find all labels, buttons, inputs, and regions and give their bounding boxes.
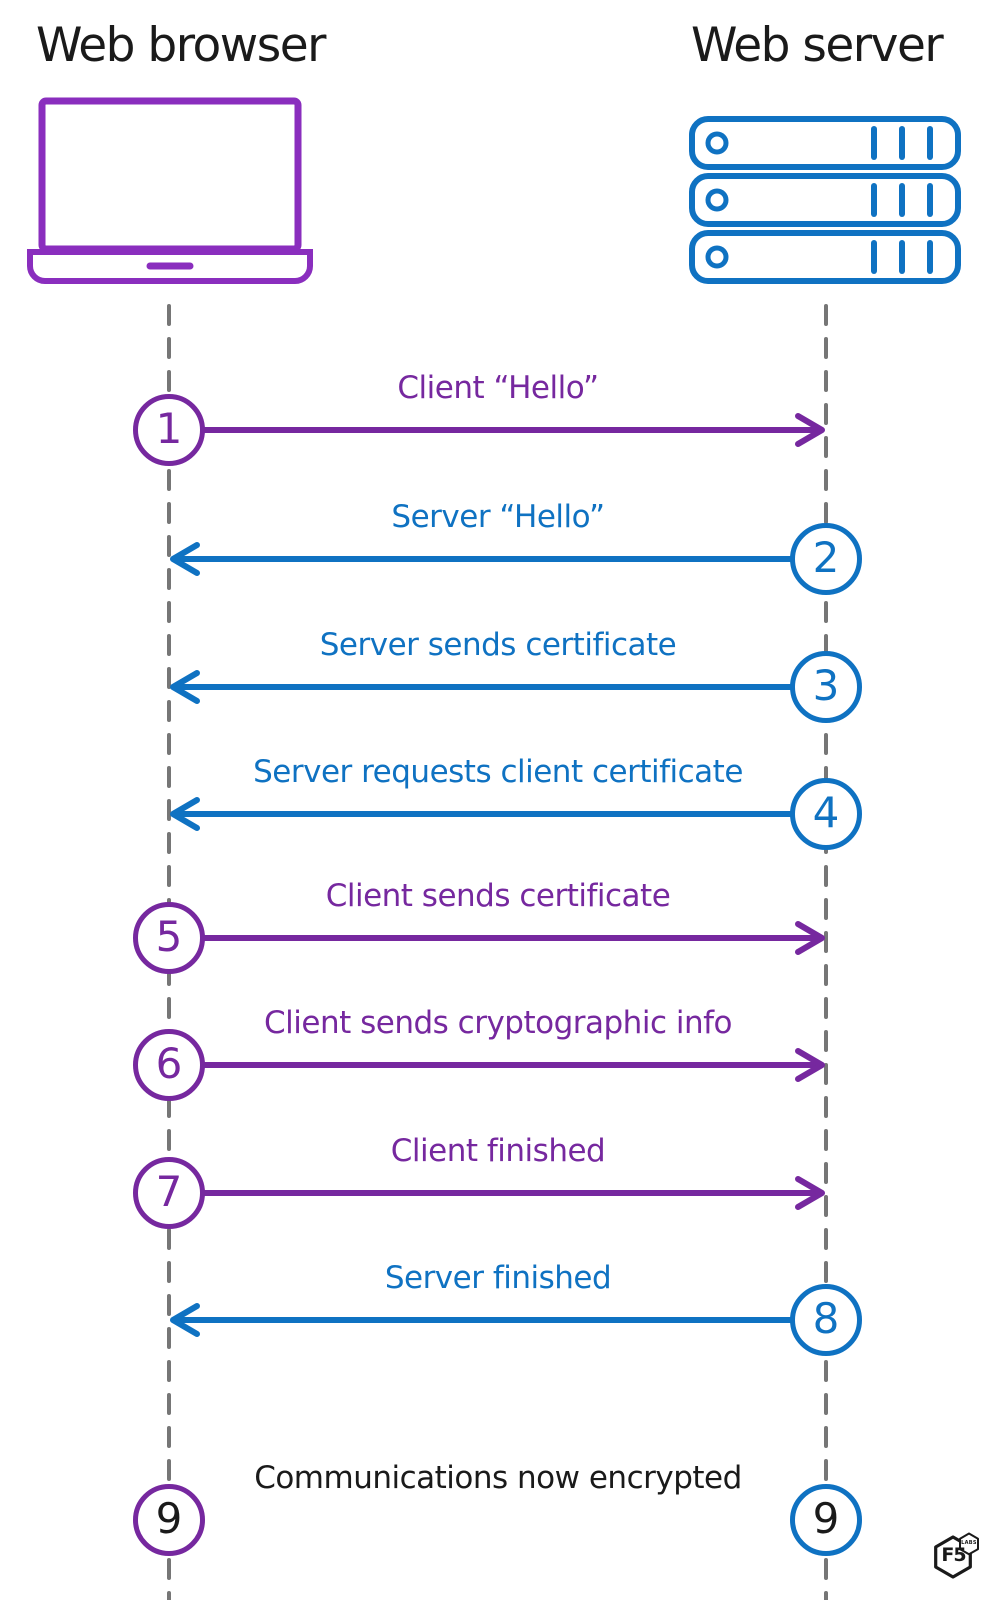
labs-logo-text: LABS: [961, 1540, 977, 1546]
message-label-6: Client sends cryptographic info: [264, 1005, 732, 1041]
step-badge-7: 7: [133, 1157, 205, 1229]
f5-logo-text: F5: [941, 1544, 966, 1566]
message-label-1: Client “Hello”: [397, 370, 599, 406]
message-label-2: Server “Hello”: [391, 499, 605, 535]
message-arrow-5: [201, 921, 825, 955]
f5-labs-logo: [934, 1532, 979, 1579]
message-arrow-2: [170, 542, 794, 576]
server-stack-icon: [689, 116, 961, 284]
message-arrow-6: [201, 1048, 825, 1082]
step-badge-3: 3: [790, 651, 862, 723]
message-label-9: Communications now encrypted: [254, 1460, 742, 1496]
step-badge-1: 1: [133, 394, 205, 466]
step-badge-8: 8: [790, 1284, 862, 1356]
server-title: Web server: [691, 18, 944, 73]
message-arrow-3: [170, 670, 794, 704]
message-arrow-1: [201, 413, 825, 447]
message-label-4: Server requests client certificate: [253, 754, 743, 790]
step-badge-9-server: 9: [790, 1484, 862, 1556]
step-badge-6: 6: [133, 1029, 205, 1101]
message-arrow-7: [201, 1176, 825, 1210]
step-badge-2: 2: [790, 523, 862, 595]
message-label-5: Client sends certificate: [325, 878, 671, 914]
step-badge-9-client: 9: [133, 1484, 205, 1556]
message-label-3: Server sends certificate: [319, 627, 677, 663]
step-badge-5: 5: [133, 902, 205, 974]
message-label-8: Server finished: [384, 1260, 612, 1296]
laptop-icon: [27, 97, 313, 284]
message-arrow-4: [170, 797, 794, 831]
message-arrow-8: [170, 1303, 794, 1337]
message-label-7: Client finished: [390, 1133, 606, 1169]
step-badge-4: 4: [790, 778, 862, 850]
client-title: Web browser: [36, 18, 326, 73]
